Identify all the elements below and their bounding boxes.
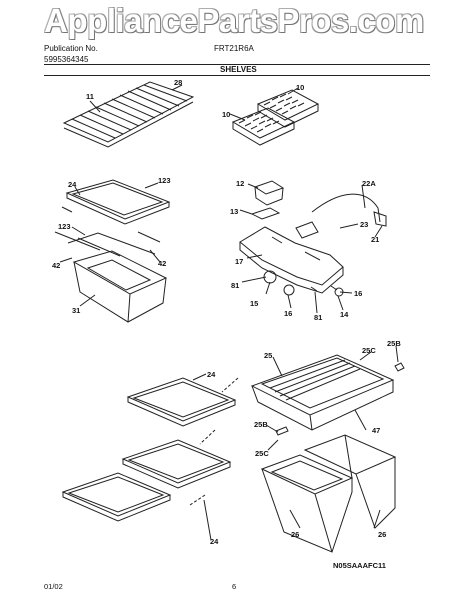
- callout-31: 31: [72, 306, 81, 315]
- callout-16-b: 16: [354, 289, 363, 298]
- wire-shelf-11: [64, 82, 193, 147]
- publication-number: 5995364345: [44, 55, 89, 64]
- callout-15: 15: [250, 299, 259, 308]
- callout-16-a: 16: [284, 309, 293, 318]
- callout-47: 47: [372, 426, 381, 435]
- callout-10-top: 10: [296, 83, 305, 92]
- callout-24-mid: 24: [207, 370, 216, 379]
- header-rule-bottom: [44, 75, 430, 76]
- glass-shelf-mid: [128, 378, 235, 426]
- callout-42-right: 42: [158, 259, 167, 268]
- callout-17: 17: [235, 257, 244, 266]
- callout-11: 11: [86, 92, 94, 101]
- publication-label: Publication No.: [44, 44, 98, 53]
- crisper-drawer-left: [262, 455, 352, 552]
- model-number: FRT21R6A: [214, 44, 254, 53]
- callout-123-top: 123: [158, 176, 171, 185]
- callout-10-left: 10: [222, 110, 231, 119]
- bracket-25b-top: [395, 363, 404, 371]
- callout-25c-top: 25C: [362, 346, 376, 355]
- callout-22a: 22A: [362, 179, 376, 188]
- crisper-drawer-right: [305, 435, 395, 528]
- callout-81-left: 81: [231, 281, 240, 290]
- crisper-cover-25: [252, 355, 393, 430]
- callout-25c-left: 25C: [255, 449, 269, 458]
- callout-25b-top: 25B: [387, 339, 401, 348]
- callout-14: 14: [340, 310, 349, 319]
- callout-25b-left: 25B: [254, 420, 268, 429]
- callout-26-left: 26: [291, 530, 300, 539]
- callout-12: 12: [236, 179, 245, 188]
- callout-25: 25: [264, 351, 273, 360]
- callout-24-shelf: 24: [68, 180, 77, 189]
- callout-13: 13: [230, 207, 239, 216]
- ice-tray-right: [258, 90, 318, 127]
- bracket-25b-left: [276, 427, 288, 435]
- glass-shelf-low-2: [63, 473, 170, 521]
- callout-123-left: 123: [58, 222, 71, 231]
- diagram-code: N05SAAAFC11: [333, 561, 386, 570]
- page-number: 6: [232, 582, 237, 591]
- callout-81-bottom: 81: [314, 313, 323, 322]
- watermark-logo: AppliancePartsPros.com: [44, 2, 424, 39]
- callout-24-low: 24: [210, 537, 219, 546]
- callout-21: 21: [371, 235, 380, 244]
- callout-28: 28: [174, 78, 183, 87]
- glass-shelf-low-1: [123, 440, 230, 488]
- glass-shelf-with-rails: [55, 180, 169, 256]
- callout-23: 23: [360, 220, 369, 229]
- control-assembly: [240, 181, 386, 296]
- callout-26-right: 26: [378, 530, 387, 539]
- header-rule-top: [44, 64, 430, 65]
- footer-date: 01/02: [44, 582, 63, 591]
- callout-42-left: 42: [52, 261, 61, 270]
- ice-tray-left: [233, 108, 294, 145]
- pan-31: [74, 251, 166, 322]
- section-title: SHELVES: [220, 65, 257, 74]
